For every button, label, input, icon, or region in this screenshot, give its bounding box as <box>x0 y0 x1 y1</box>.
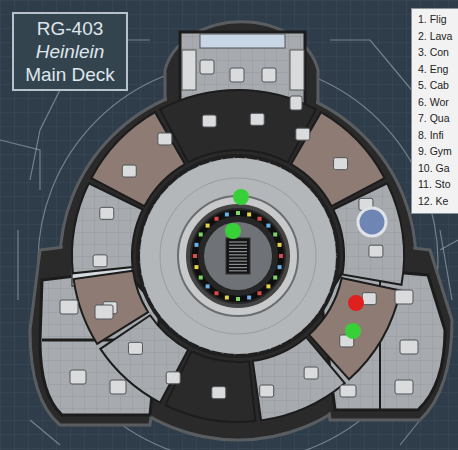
key-entry: 12. Ke <box>418 193 458 210</box>
furniture-piece <box>100 207 114 219</box>
key-list: 1. Flig2. Lava3. Con4. Eng5. Cab6. Wor7.… <box>411 8 458 214</box>
furniture-piece <box>395 290 413 304</box>
crew-markers <box>225 189 364 339</box>
furniture-piece <box>296 128 310 140</box>
blueprint-lines <box>0 40 458 450</box>
stair-step <box>229 270 247 271</box>
furniture-piece <box>202 115 216 127</box>
furniture-piece <box>250 113 264 125</box>
console-light <box>278 243 282 247</box>
console-light <box>258 217 262 221</box>
furniture-piece <box>395 380 413 394</box>
stair-step <box>229 245 247 246</box>
console-light <box>279 254 283 258</box>
stair-step <box>229 251 247 252</box>
room-floor <box>74 271 148 344</box>
stair-step <box>229 241 247 242</box>
furniture-piece <box>60 300 78 314</box>
furniture-piece <box>70 370 86 384</box>
key-entry: 6. Wor <box>418 94 458 111</box>
key-entry: 1. Flig <box>418 11 458 28</box>
furniture-piece <box>166 372 180 384</box>
console-light <box>206 224 210 228</box>
console-light <box>193 254 197 258</box>
console-light <box>199 276 203 280</box>
console-light <box>266 284 270 288</box>
key-entry: 10. Ga <box>418 160 458 177</box>
furniture-piece <box>122 165 136 177</box>
furniture-piece <box>110 380 126 394</box>
furniture-piece <box>128 342 142 354</box>
furniture-piece <box>290 96 302 110</box>
furniture-piece <box>400 340 418 354</box>
console-light <box>194 243 198 247</box>
console-light <box>266 224 270 228</box>
console-light <box>199 233 203 237</box>
room-floor <box>160 90 316 162</box>
console-light <box>215 217 219 221</box>
console-light <box>273 233 277 237</box>
key-entry: 3. Con <box>418 44 458 61</box>
key-entry: 7. Qua <box>418 110 458 127</box>
title-text: Heinlein <box>18 40 122 63</box>
console-light <box>258 291 262 295</box>
furniture-piece <box>260 385 274 397</box>
key-entry: 4. Eng <box>418 61 458 78</box>
central-hub <box>136 154 340 358</box>
furniture-piece <box>230 68 244 82</box>
furniture-piece <box>95 305 113 319</box>
key-entry: 8. Infi <box>418 127 458 144</box>
furniture-piece <box>369 245 383 257</box>
console-light <box>225 296 229 300</box>
key-entry: 9. Gym <box>418 143 458 160</box>
furniture-piece <box>93 255 107 267</box>
key-entry: 5. Cab <box>418 77 458 94</box>
furniture-piece <box>262 68 276 82</box>
stair-step <box>229 248 247 249</box>
furniture-piece <box>334 158 348 170</box>
furniture-piece <box>158 133 172 145</box>
furniture-piece <box>212 387 226 399</box>
room-ring <box>72 90 404 422</box>
title-box: RG-403HeinleinMain Deck <box>12 12 128 91</box>
furniture-piece <box>200 60 214 74</box>
key-entry: 2. Lava <box>418 28 458 45</box>
console-lights <box>193 211 283 301</box>
console-light <box>236 211 240 215</box>
console-light <box>247 296 251 300</box>
stair-step <box>229 254 247 255</box>
furniture-piece <box>340 385 356 397</box>
stair-step <box>229 267 247 268</box>
console-light <box>247 212 251 216</box>
title-text: RG-403 <box>18 17 122 40</box>
console-light <box>273 276 277 280</box>
furniture-piece <box>362 293 376 305</box>
stair-step <box>229 264 247 265</box>
title-text: Main Deck <box>18 63 122 86</box>
furniture-piece <box>304 367 318 379</box>
stair-step <box>229 261 247 262</box>
console-light <box>206 284 210 288</box>
stair-step <box>229 257 247 258</box>
key-entry: 11. Sto <box>418 176 458 193</box>
console-light <box>194 265 198 269</box>
room-floor <box>333 183 404 285</box>
round-table <box>358 208 386 236</box>
console-light <box>278 265 282 269</box>
console-light <box>215 291 219 295</box>
console-light <box>225 212 229 216</box>
console-light <box>236 297 240 301</box>
furniture <box>60 60 418 399</box>
